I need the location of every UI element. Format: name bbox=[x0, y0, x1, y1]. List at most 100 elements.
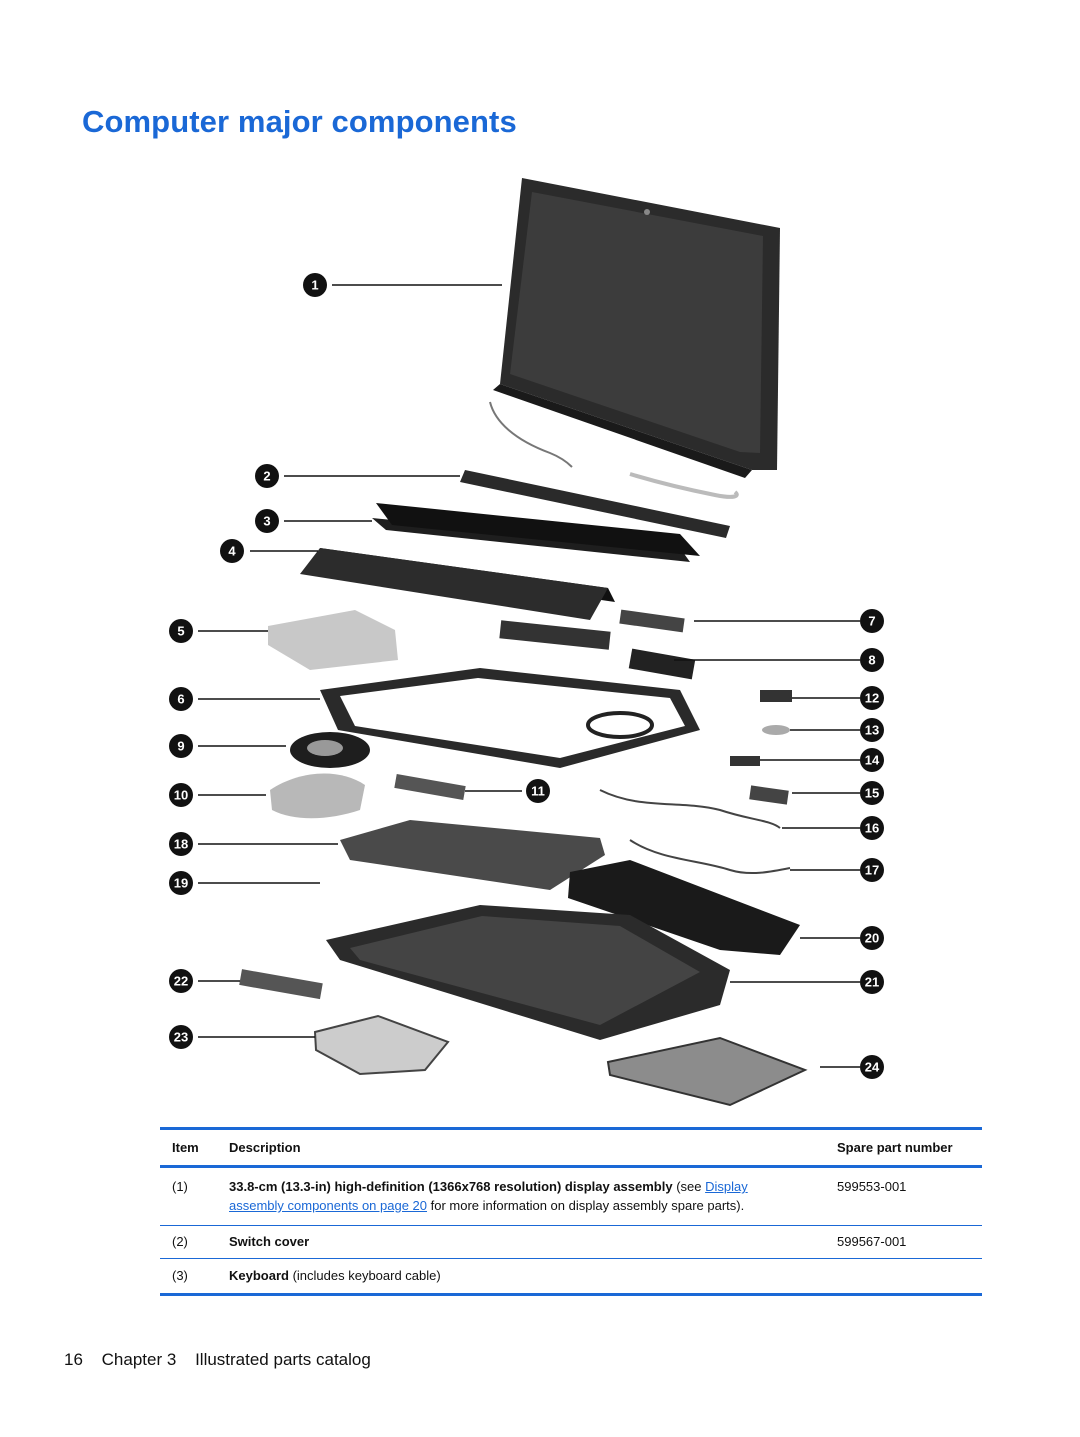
wlan-module bbox=[760, 690, 792, 702]
page-number: 16 bbox=[64, 1350, 83, 1369]
callout-4: 4 bbox=[220, 539, 244, 563]
optical-drive bbox=[606, 1036, 808, 1107]
table-row: (2) Switch cover 599567-001 bbox=[160, 1226, 982, 1258]
callout-11: 11 bbox=[526, 779, 550, 803]
assembly-components-link[interactable]: assembly components on page 20 bbox=[229, 1198, 428, 1213]
page-footer: 16 Chapter 3 Illustrated parts catalog bbox=[64, 1350, 385, 1370]
callout-10: 10 bbox=[169, 783, 193, 807]
row-item: (2) bbox=[172, 1234, 188, 1249]
row-description: 33.8-cm (13.3-in) high-definition (1366x… bbox=[229, 1177, 837, 1215]
svg-text:17: 17 bbox=[865, 863, 879, 878]
svg-text:14: 14 bbox=[865, 753, 880, 768]
rtc-battery bbox=[762, 725, 790, 735]
svg-text:11: 11 bbox=[531, 784, 545, 799]
svg-text:16: 16 bbox=[865, 821, 879, 836]
desc-text: (see bbox=[672, 1179, 706, 1194]
callout-5: 5 bbox=[169, 619, 193, 643]
callout-16: 16 bbox=[860, 816, 884, 840]
heat-sink bbox=[270, 773, 365, 819]
callout-1: 1 bbox=[303, 273, 327, 297]
row-spare-part: 599553-001 bbox=[837, 1179, 907, 1194]
svg-text:3: 3 bbox=[263, 514, 270, 529]
row-description: Switch cover bbox=[229, 1232, 837, 1251]
display-link[interactable]: Display bbox=[705, 1179, 748, 1194]
usb-board-cable bbox=[629, 839, 791, 875]
switch-cover bbox=[460, 470, 730, 538]
svg-text:1: 1 bbox=[311, 278, 318, 293]
audio-board bbox=[619, 609, 685, 633]
svg-text:4: 4 bbox=[228, 544, 236, 559]
callout-14: 14 bbox=[860, 748, 884, 772]
leader-lines bbox=[198, 284, 860, 1068]
row-item: (1) bbox=[172, 1179, 188, 1194]
svg-text:15: 15 bbox=[865, 786, 879, 801]
processor bbox=[749, 785, 789, 805]
row-item: (3) bbox=[172, 1268, 188, 1283]
svg-text:2: 2 bbox=[263, 469, 270, 484]
speaker bbox=[628, 648, 696, 680]
callout-13: 13 bbox=[860, 718, 884, 742]
svg-text:5: 5 bbox=[177, 624, 184, 639]
svg-text:19: 19 bbox=[174, 876, 188, 891]
power-connector-cable bbox=[599, 789, 781, 829]
table-top-rule bbox=[160, 1127, 982, 1130]
svg-text:20: 20 bbox=[865, 931, 879, 946]
hard-drive bbox=[313, 1014, 450, 1076]
section-label: Illustrated parts catalog bbox=[195, 1350, 371, 1369]
chapter-label: Chapter 3 bbox=[101, 1350, 177, 1369]
memory-module bbox=[394, 774, 466, 800]
callout-6: 6 bbox=[169, 687, 193, 711]
svg-text:6: 6 bbox=[177, 692, 184, 707]
callout-19: 19 bbox=[169, 871, 193, 895]
header-spare-part-number: Spare part number bbox=[837, 1140, 953, 1155]
exploded-parts-diagram: 1 2 3 4 5 6 7 8 9 10 11 12 13 14 15 16 1… bbox=[169, 178, 884, 1107]
svg-text:22: 22 bbox=[174, 974, 188, 989]
header-item: Item bbox=[172, 1140, 199, 1155]
row-divider bbox=[160, 1258, 982, 1259]
callout-12: 12 bbox=[860, 686, 884, 710]
svg-text:10: 10 bbox=[174, 788, 188, 803]
svg-text:9: 9 bbox=[177, 739, 184, 754]
callout-21: 21 bbox=[860, 970, 884, 994]
battery bbox=[568, 860, 800, 955]
table-row: (3) Keyboard (includes keyboard cable) bbox=[160, 1259, 982, 1293]
callout-2: 2 bbox=[255, 464, 279, 488]
bluetooth-module bbox=[730, 756, 760, 766]
header-description: Description bbox=[229, 1140, 301, 1155]
callout-7: 7 bbox=[860, 609, 884, 633]
callout-18: 18 bbox=[169, 832, 193, 856]
table-header-rule bbox=[160, 1165, 982, 1168]
svg-text:21: 21 bbox=[865, 975, 879, 990]
svg-text:24: 24 bbox=[865, 1060, 880, 1075]
row-spare-part bbox=[837, 1266, 982, 1285]
parts-table: Item Description Spare part number (1) 3… bbox=[160, 1127, 982, 1296]
callout-23: 23 bbox=[169, 1025, 193, 1049]
bracket bbox=[239, 969, 323, 1000]
svg-text:18: 18 bbox=[174, 837, 188, 852]
svg-text:12: 12 bbox=[865, 691, 879, 706]
table-row: (1) 33.8-cm (13.3-in) high-definition (1… bbox=[160, 1168, 982, 1225]
desc-bold: Keyboard bbox=[229, 1268, 289, 1283]
callout-15: 15 bbox=[860, 781, 884, 805]
desc-text: (includes keyboard cable) bbox=[288, 1268, 441, 1283]
callout-8: 8 bbox=[860, 648, 884, 672]
callout-3: 3 bbox=[255, 509, 279, 533]
svg-text:8: 8 bbox=[868, 653, 875, 668]
callout-9: 9 bbox=[169, 734, 193, 758]
svg-text:7: 7 bbox=[868, 614, 875, 629]
callout-17: 17 bbox=[860, 858, 884, 882]
row-spare-part: 599567-001 bbox=[837, 1234, 907, 1249]
callout-20: 20 bbox=[860, 926, 884, 950]
heat-shield bbox=[268, 610, 398, 670]
row-divider bbox=[160, 1225, 982, 1226]
table-bottom-rule bbox=[160, 1293, 982, 1296]
desc-text: for more information on display assembly… bbox=[427, 1198, 745, 1213]
display-assembly bbox=[489, 178, 780, 499]
system-board bbox=[340, 820, 605, 890]
callout-24: 24 bbox=[860, 1055, 884, 1079]
svg-text:13: 13 bbox=[865, 723, 879, 738]
callout-22: 22 bbox=[169, 969, 193, 993]
desc-bold: 33.8-cm (13.3-in) high-definition (1366x… bbox=[229, 1179, 673, 1194]
desc-bold: Switch cover bbox=[229, 1234, 310, 1249]
table-header: Item Description Spare part number bbox=[160, 1130, 982, 1165]
